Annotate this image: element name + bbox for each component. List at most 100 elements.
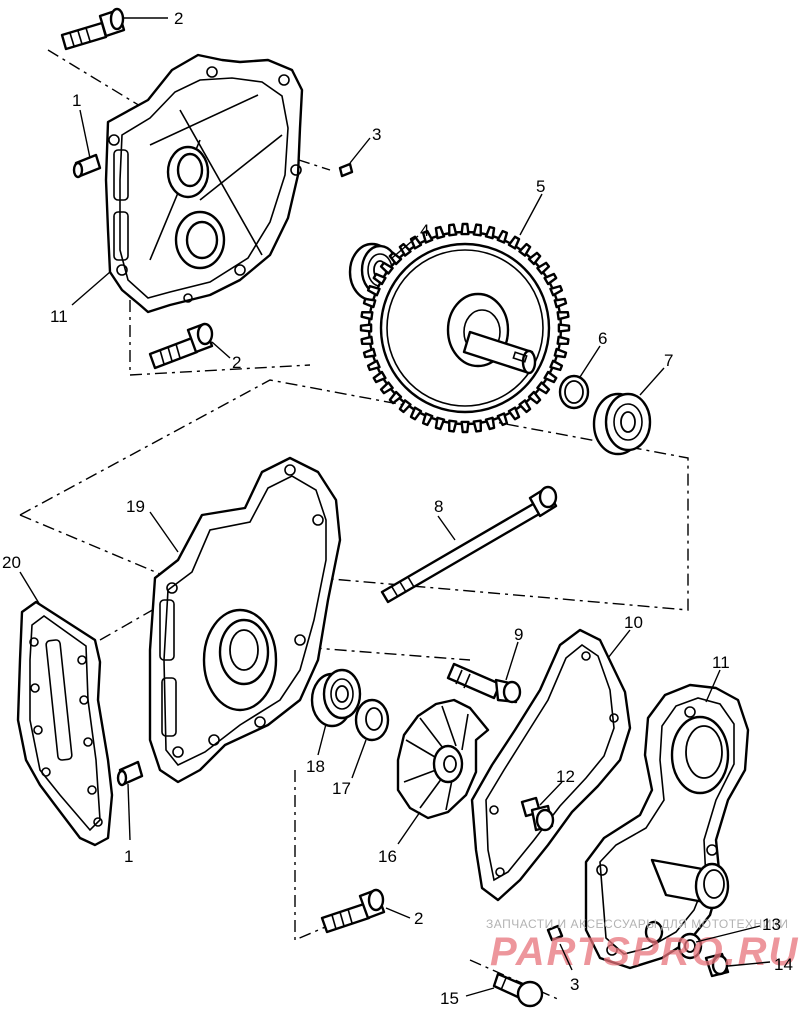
gear-tooth xyxy=(472,419,482,433)
gear-tooth xyxy=(366,284,381,297)
long-stud xyxy=(380,485,558,604)
gear-tooth xyxy=(379,381,394,395)
callout-11: 11 xyxy=(50,307,68,326)
pump-housing xyxy=(148,456,342,784)
gear-tooth xyxy=(421,229,434,244)
gear-tooth xyxy=(366,359,381,372)
washer-13 xyxy=(644,920,703,960)
gear-tooth xyxy=(388,251,403,266)
gear-tooth xyxy=(362,297,377,309)
watermark-logo: PARTSPRO.RU xyxy=(490,930,799,974)
callout-19: 19 xyxy=(126,497,145,516)
callout-8: 8 xyxy=(434,497,443,516)
gear-tooth xyxy=(460,222,470,236)
gear-tooth xyxy=(496,412,509,427)
gear-tooth xyxy=(556,311,570,321)
callout-3: 3 xyxy=(570,975,579,994)
bolt-15 xyxy=(492,972,544,1008)
gear-tooth xyxy=(360,335,374,345)
gear-tooth xyxy=(536,261,551,275)
gear-tooth xyxy=(372,370,387,384)
callout-12: 12 xyxy=(556,767,575,786)
callout-1: 1 xyxy=(72,91,81,110)
gear-tooth xyxy=(360,311,374,321)
bolt-9 xyxy=(446,662,522,704)
callout-2: 2 xyxy=(232,353,241,372)
circlip xyxy=(558,374,590,410)
gear-tooth xyxy=(372,272,387,286)
gear-tooth xyxy=(527,251,542,266)
gasket-left xyxy=(16,600,114,847)
gear-tooth xyxy=(359,323,373,333)
callout-3: 3 xyxy=(372,125,381,144)
gear-tooth xyxy=(507,406,521,421)
gear-tooth xyxy=(398,399,412,414)
bolt-bottom xyxy=(320,888,386,934)
callout-10: 10 xyxy=(624,613,643,632)
callout-18: 18 xyxy=(306,757,325,776)
callout-11: 11 xyxy=(712,653,730,672)
callout-20: 20 xyxy=(2,553,21,572)
callout-16: 16 xyxy=(378,847,397,866)
gear-tooth xyxy=(434,416,446,431)
gear-tooth xyxy=(484,225,496,240)
callout-2: 2 xyxy=(174,9,183,28)
dowel-pin-top xyxy=(72,153,102,179)
gear-tooth xyxy=(549,359,564,372)
gear-tooth xyxy=(518,399,532,414)
callout-14: 14 xyxy=(774,955,793,974)
gear-tooth xyxy=(496,229,509,244)
gasket-right xyxy=(470,628,632,902)
gear-tooth xyxy=(543,272,558,286)
callout-15: 15 xyxy=(440,989,459,1008)
callout-4: 4 xyxy=(420,221,429,240)
callout-17: 17 xyxy=(332,779,351,798)
callout-1: 1 xyxy=(124,847,133,866)
top-cover xyxy=(104,53,304,314)
outlet-housing xyxy=(584,683,750,970)
gear-tooth xyxy=(553,297,568,309)
watermark: ЗАПЧАСТИ И АКСЕССУАРЫ ДЛЯ МОТОТЕХНИКИ PA… xyxy=(486,917,799,974)
impeller xyxy=(396,698,490,820)
gear-tooth xyxy=(553,347,568,359)
gear xyxy=(359,222,571,434)
gear-tooth xyxy=(536,381,551,395)
callout-9: 9 xyxy=(514,625,523,644)
callout-labels: 2 1 3 11 2 4 5 6 7 8 19 20 9 10 11 18 17… xyxy=(2,9,793,1008)
gear-tooth xyxy=(543,370,558,384)
callout-2: 2 xyxy=(414,909,423,928)
gear-tooth xyxy=(362,347,377,359)
gear-tooth xyxy=(518,242,532,257)
gear-tooth xyxy=(549,284,564,297)
gear-tooth xyxy=(409,406,423,421)
gear-tooth xyxy=(448,223,458,237)
gear-tooth xyxy=(448,419,458,433)
bearing-large xyxy=(592,392,652,456)
gear-tooth xyxy=(556,335,570,345)
bolt-14 xyxy=(704,952,730,978)
pin-top xyxy=(338,162,354,178)
leader-lines xyxy=(19,17,771,997)
gear-tooth xyxy=(484,416,496,431)
washer xyxy=(354,698,390,742)
gear-tooth xyxy=(421,412,434,427)
gear-tooth xyxy=(460,420,470,434)
bolt-middle xyxy=(148,322,214,370)
gear-tooth xyxy=(434,225,446,240)
drain-plug xyxy=(520,796,555,832)
callout-6: 6 xyxy=(598,329,607,348)
gear-tooth xyxy=(472,223,482,237)
gear-tooth xyxy=(507,235,521,250)
callout-13: 13 xyxy=(762,915,781,934)
gear-tooth xyxy=(557,323,571,333)
pin-bottom xyxy=(546,924,564,942)
watermark-tagline: ЗАПЧАСТИ И АКСЕССУАРЫ ДЛЯ МОТОТЕХНИКИ xyxy=(486,917,788,931)
callout-5: 5 xyxy=(536,177,545,196)
bolt-top xyxy=(60,7,126,51)
mechanical-seal xyxy=(310,668,362,728)
dowel-pin-bottom xyxy=(116,760,144,787)
gear-tooth xyxy=(527,390,542,405)
gear-tooth xyxy=(388,390,403,405)
gear-tooth xyxy=(379,261,394,275)
